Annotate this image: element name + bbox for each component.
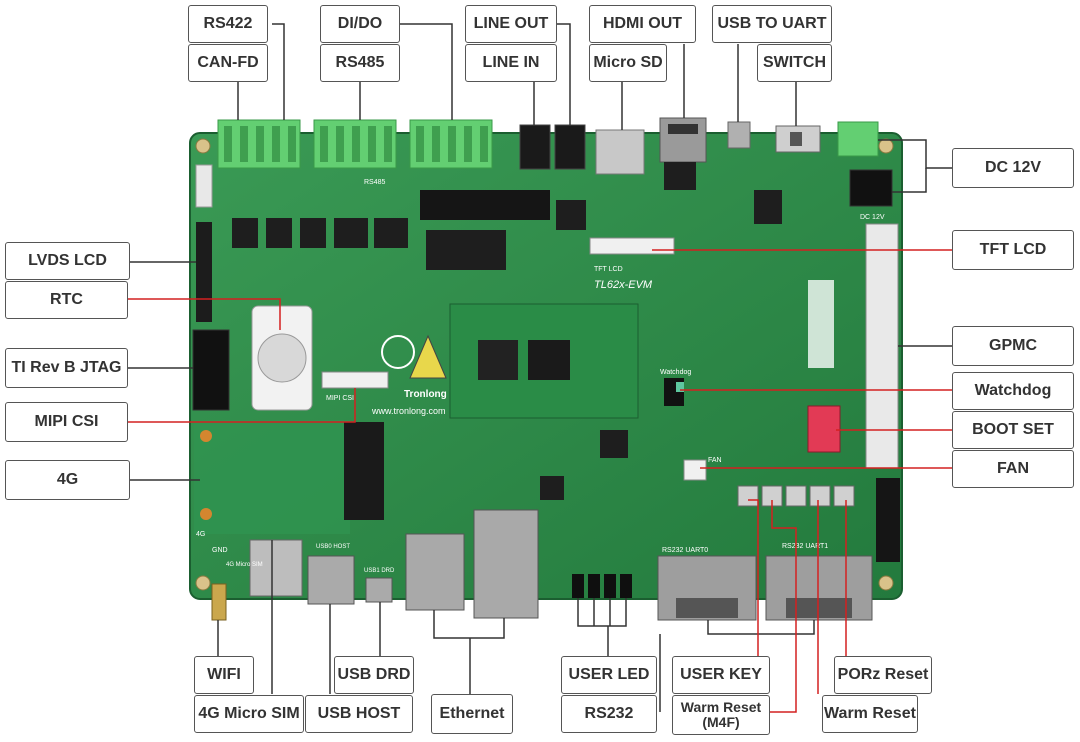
boot-dip (807, 405, 841, 453)
mount-hole (878, 575, 894, 591)
terminal-rs422 (217, 119, 301, 169)
mount-hole (195, 138, 211, 154)
label-porz-reset: PORz Reset (834, 656, 932, 694)
label-micro-sd: Micro SD (589, 44, 667, 82)
esd-logo (409, 334, 447, 379)
lvds-header (196, 222, 212, 322)
label-rs422: RS422 (188, 5, 268, 43)
label-user-key: USER KEY (672, 656, 770, 694)
silk-tft: TFT LCD (594, 266, 623, 273)
audio-jack-in (519, 124, 551, 170)
dc-terminal (837, 121, 879, 157)
4g-area (194, 420, 350, 534)
label-di-do: DI/DO (320, 5, 400, 43)
silk-uart1: RS232 UART1 (782, 543, 828, 550)
ethernet-port-2 (473, 509, 539, 619)
terminal-rs485 (313, 119, 397, 169)
label-ti-jtag: TI Rev B JTAG (5, 348, 128, 388)
usb-host-port (307, 555, 355, 605)
wifi-antenna (211, 583, 227, 621)
audio-jack-out (554, 124, 586, 170)
silk-gnd: GND (212, 547, 228, 554)
fan-connector (683, 459, 707, 481)
label-usb-host: USB HOST (305, 695, 413, 733)
silk-model: TL62x-EVM (594, 279, 653, 291)
label-dc-12v: DC 12V (952, 148, 1074, 188)
label-4g-micro-sim: 4G Micro SIM (194, 695, 304, 733)
silk-watchdog: Watchdog (660, 369, 691, 376)
label-rtc: RTC (5, 281, 128, 319)
silk-rs485: RS485 (364, 179, 386, 186)
label-rs232: RS232 (561, 695, 657, 733)
silk-sim: 4G Micro SIM (226, 562, 263, 568)
silk-mipi: MIPI CSI (326, 395, 354, 402)
dc-jack (849, 169, 893, 207)
terminal-dido (409, 119, 493, 169)
label-hdmi-out: HDMI OUT (589, 5, 696, 43)
label-rs485: RS485 (320, 44, 400, 82)
silk-dc: DC 12V (860, 214, 885, 221)
label-watchdog: Watchdog (952, 372, 1074, 410)
sim-slot (249, 539, 303, 597)
gpmc-header (865, 223, 899, 469)
label-mipi-csi: MIPI CSI (5, 402, 128, 442)
silk-usb-host: USB0 HOST (316, 544, 350, 550)
label-4g: 4G (5, 460, 130, 500)
label-warm-reset-m4f: Warm Reset (M4F) (672, 695, 770, 735)
ethernet-port-1 (405, 533, 465, 611)
label-ethernet: Ethernet (431, 694, 513, 734)
label-usb-to-uart: USB TO UART (712, 5, 832, 43)
silk-usb-drd: USB1 DRD (364, 568, 395, 574)
micro-sd-slot (595, 129, 645, 175)
mount-hole (878, 138, 894, 154)
label-usb-drd: USB DRD (334, 656, 414, 694)
label-line-out: LINE OUT (465, 5, 557, 43)
label-switch: SWITCH (757, 44, 832, 82)
label-can-fd: CAN-FD (188, 44, 268, 82)
label-lvds-lcd: LVDS LCD (5, 242, 130, 280)
usb-c-port (727, 121, 751, 149)
label-boot-set: BOOT SET (952, 411, 1074, 449)
silk-4g: 4G (196, 531, 205, 538)
silk-rs232: RS232 UART0 (662, 547, 708, 554)
mount-hole (195, 575, 211, 591)
label-wifi: WIFI (194, 656, 254, 694)
label-fan: FAN (952, 450, 1074, 488)
label-warm-reset: Warm Reset (822, 695, 918, 733)
label-gpmc: GPMC (952, 326, 1074, 366)
label-tft-lcd: TFT LCD (952, 230, 1074, 270)
label-user-led: USER LED (561, 656, 657, 694)
jtag-header (192, 329, 230, 411)
pb-free-logo (381, 335, 415, 369)
label-line-in: LINE IN (465, 44, 557, 82)
header-row (420, 190, 550, 220)
power-switch (775, 125, 821, 153)
user-leds (572, 574, 632, 598)
silk-fan: FAN (708, 457, 722, 464)
4g-slot (344, 422, 384, 520)
silk-website: www.tronlong.com (371, 406, 446, 416)
usb-drd-port (365, 577, 393, 603)
silk-brand: Tronlong (404, 389, 447, 400)
